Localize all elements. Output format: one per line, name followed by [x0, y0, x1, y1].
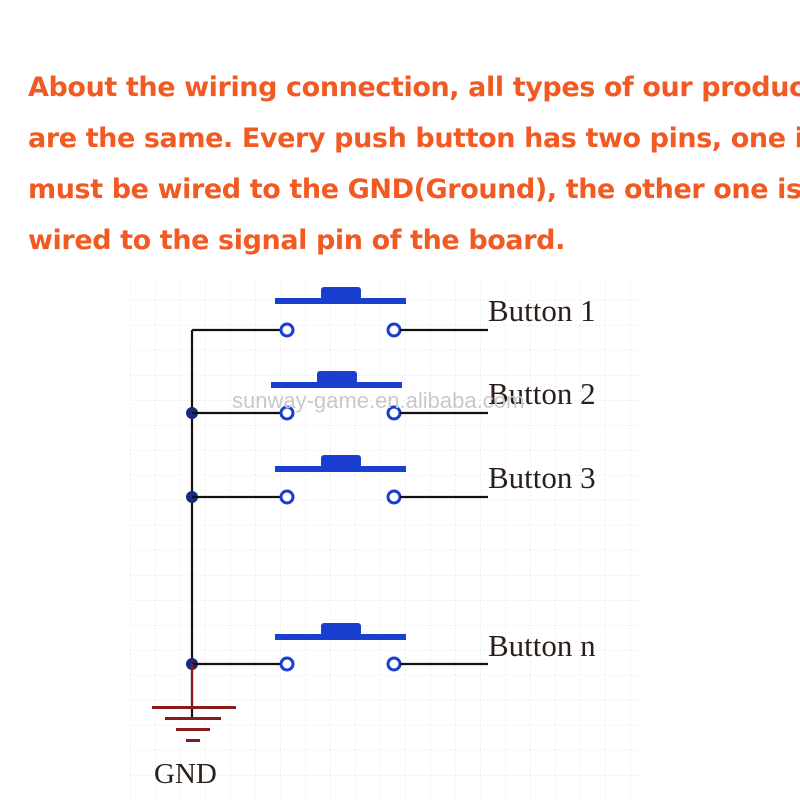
button-n-pin-b [386, 656, 402, 672]
ground-bar-1 [152, 706, 236, 709]
button-n-pin-a [279, 656, 295, 672]
ground-label: GND [154, 758, 217, 790]
grid-background [130, 280, 640, 800]
button-3-pin-b [386, 489, 402, 505]
button-n-circuit: Button n [186, 623, 596, 672]
button-2-circuit: Button 2 [186, 371, 596, 421]
button-2-actuator-bar [271, 382, 402, 388]
ground-symbol [152, 664, 236, 742]
button-1-push-cap [321, 287, 361, 300]
intro-line-1: About the wiring connection, all types o… [28, 72, 800, 103]
button-1-pin-b [386, 322, 402, 338]
button-1-circuit: Button 1 [192, 287, 596, 338]
watermark: sunway-game.en.alibaba.com [232, 388, 524, 413]
button-2-pin-a [279, 405, 295, 421]
button-3-actuator-bar [275, 466, 406, 472]
button-n-push-cap [321, 623, 361, 636]
button-n-actuator-bar [275, 634, 406, 640]
button-3-circuit: Button 3 [186, 455, 596, 505]
intro-line-4: wired to the signal pin of the board. [28, 225, 565, 256]
button-3-push-cap [321, 455, 361, 468]
button-2-label: Button 2 [488, 376, 596, 411]
intro-text: About the wiring connection, all types o… [28, 62, 800, 266]
button-1-label: Button 1 [488, 293, 596, 328]
button-1-pin-a [279, 322, 295, 338]
button-3-pin-a [279, 489, 295, 505]
button-3-label: Button 3 [488, 460, 596, 495]
ground-bar-2 [165, 717, 221, 720]
ground-bar-4 [186, 739, 200, 742]
button-n-label: Button n [488, 628, 596, 663]
intro-line-3: must be wired to the GND(Ground), the ot… [28, 174, 800, 205]
button-1-actuator-bar [275, 298, 406, 304]
ground-bar-3 [176, 728, 210, 731]
intro-line-2: are the same. Every push button has two … [28, 123, 800, 154]
button-2-push-cap [317, 371, 357, 384]
